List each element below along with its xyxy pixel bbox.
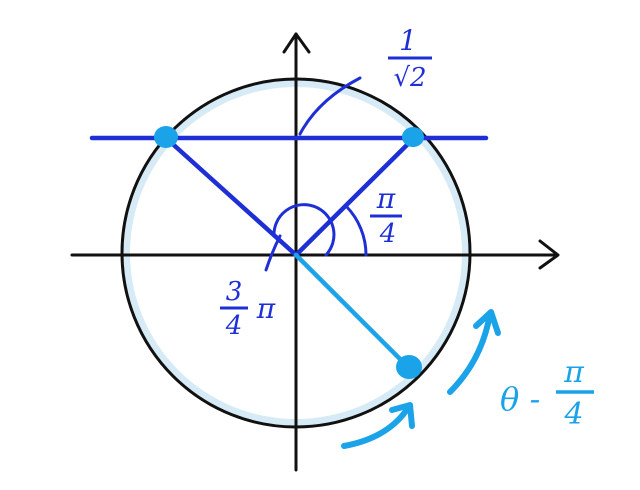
- up-arrow-icon: [282, 32, 311, 54]
- theta-prefix: θ -: [500, 380, 540, 418]
- label-three-quarter-pi: 3 4 π: [220, 277, 276, 341]
- radius-theta-minus-pi-over-4: [293, 252, 411, 370]
- theta-numerator: π: [563, 355, 585, 390]
- point-left: [154, 126, 178, 148]
- label-inv-sqrt2: 1 √2: [388, 24, 432, 93]
- radius-pi-over-4: [293, 135, 417, 258]
- curved-arrow-icon: [341, 309, 501, 449]
- leader-three-quarter-pi: [264, 234, 282, 272]
- point-bottom: [396, 355, 422, 379]
- pi-over-4-denominator: 4: [379, 219, 397, 249]
- angle-arc-three-quarter-pi: [272, 203, 336, 257]
- theta-denominator: 4: [563, 397, 583, 432]
- inv-sqrt2-numerator: 1: [399, 24, 417, 57]
- three-quarter-pi-symbol: π: [256, 292, 276, 325]
- point-right: [402, 127, 424, 147]
- three-quarter-denominator: 4: [225, 311, 243, 341]
- leader-inv-sqrt2: [298, 76, 362, 136]
- inv-sqrt2-denominator: √2: [393, 63, 426, 93]
- right-arrow-icon: [538, 239, 560, 270]
- label-theta-minus-pi-over-4: θ - π 4: [500, 355, 594, 432]
- label-pi-over-4: π 4: [370, 182, 402, 249]
- angle-arc-pi-over-4: [344, 204, 368, 257]
- three-quarter-numerator: 3: [226, 277, 243, 307]
- pi-over-4-numerator: π: [376, 182, 396, 215]
